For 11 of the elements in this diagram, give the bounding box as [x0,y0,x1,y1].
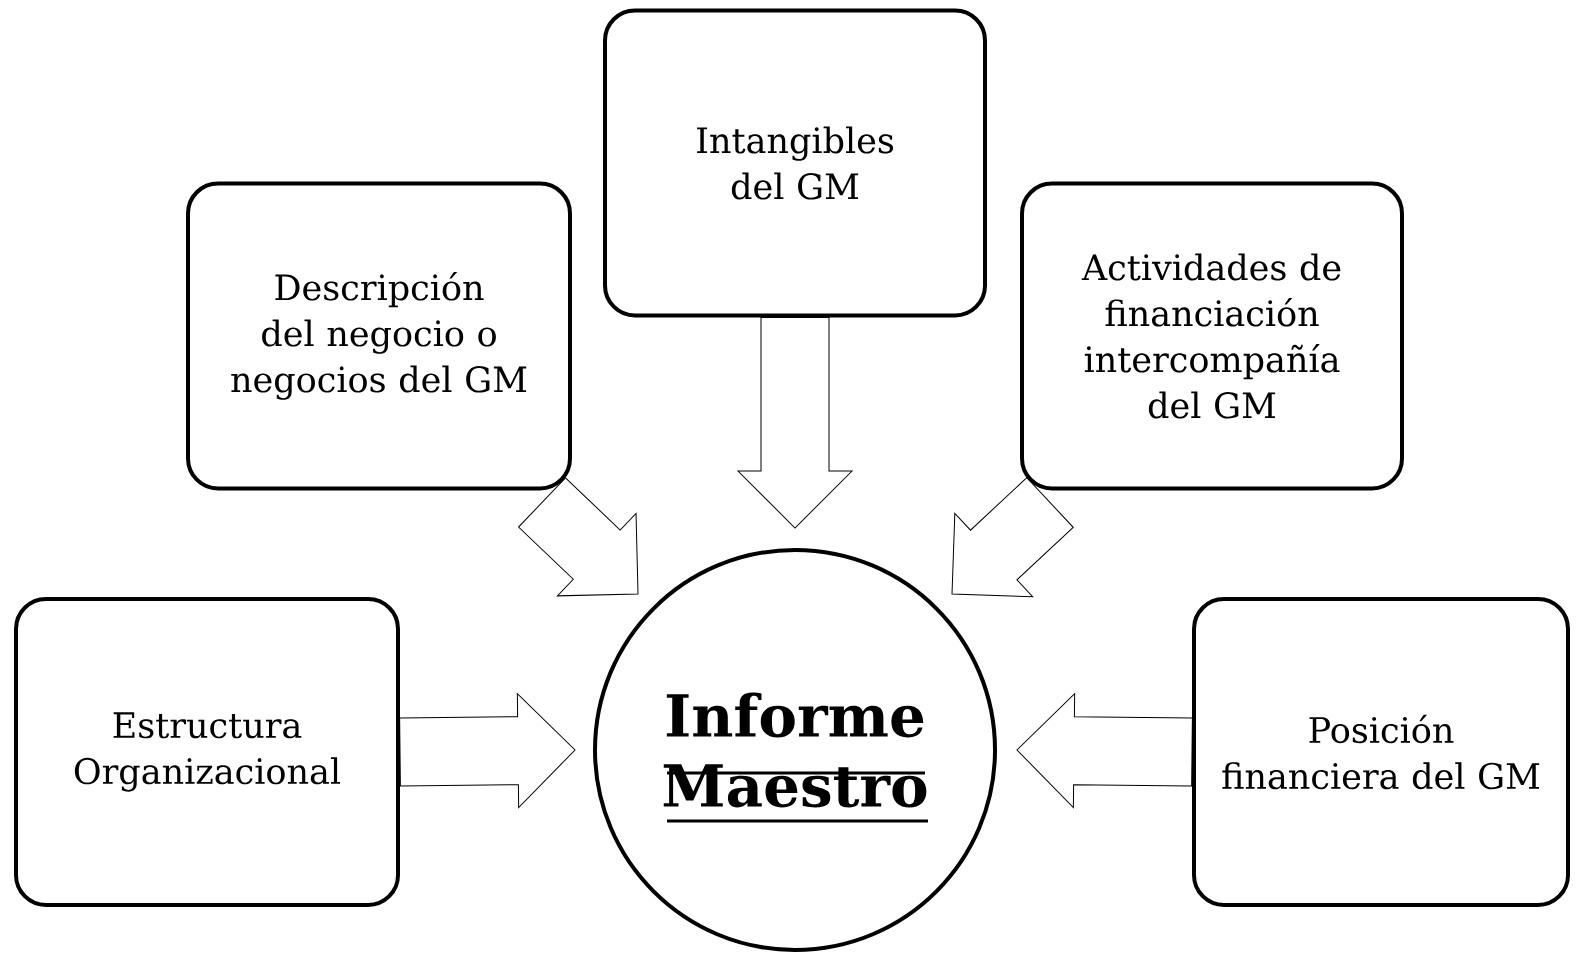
process-box: Posición financiera del GM [1192,597,1570,907]
block-arrow [399,693,576,809]
block-arrow [518,477,639,597]
process-box: Estructura Organizacional [14,597,400,907]
process-box: Intangibles del GM [603,8,987,318]
process-box: Descripción del negocio o negocios del GM [186,181,572,491]
block-arrow [1016,693,1193,809]
circle-node: Informe Maestro [593,548,997,952]
block-arrow [951,477,1074,598]
process-box: Actividades de financiación intercompañía del GM [1020,181,1404,491]
block-arrow [737,317,853,529]
